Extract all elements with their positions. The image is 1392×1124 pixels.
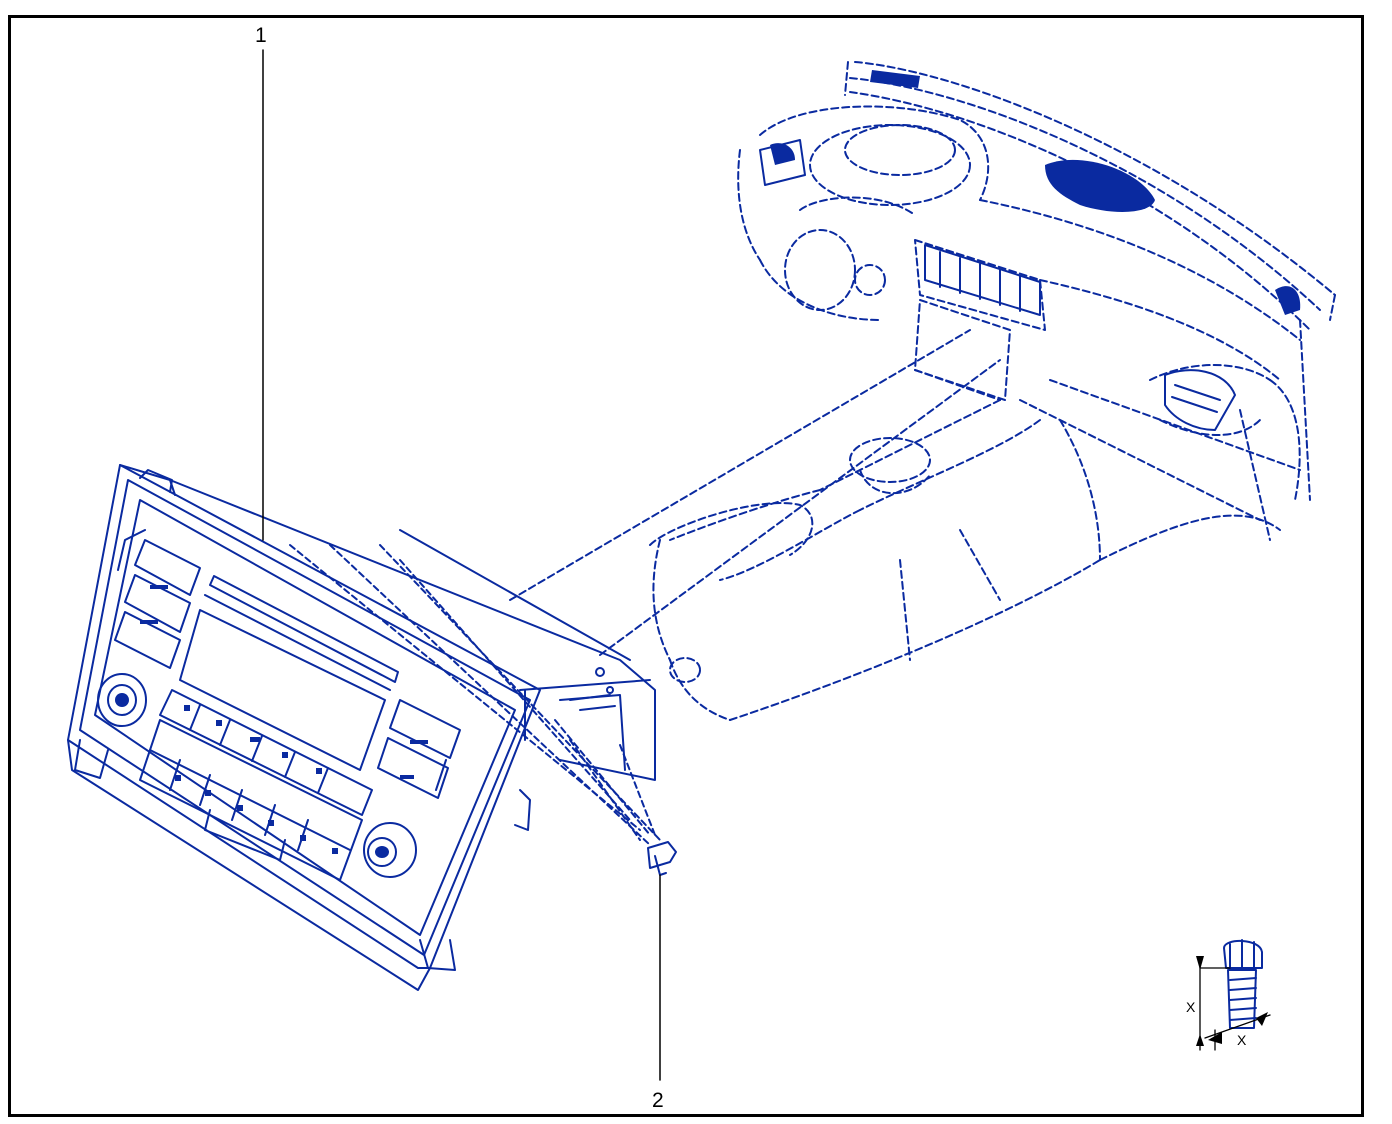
dashboard-assembly <box>509 61 1336 721</box>
callout-label-2: 2 <box>652 1089 664 1112</box>
dim-label-height: X <box>1186 999 1196 1015</box>
radio-head-unit <box>67 464 661 991</box>
radio-button-glyphs <box>115 585 428 858</box>
dashboard-vents <box>770 70 1301 315</box>
callout-label-1: 1 <box>255 24 267 47</box>
callout-leaders <box>262 49 661 1081</box>
mounting-screw <box>647 841 677 876</box>
dim-label-width: X <box>1237 1032 1247 1048</box>
bolt-torque-icon <box>1196 939 1271 1051</box>
dashboard-center-vents <box>759 139 1236 431</box>
